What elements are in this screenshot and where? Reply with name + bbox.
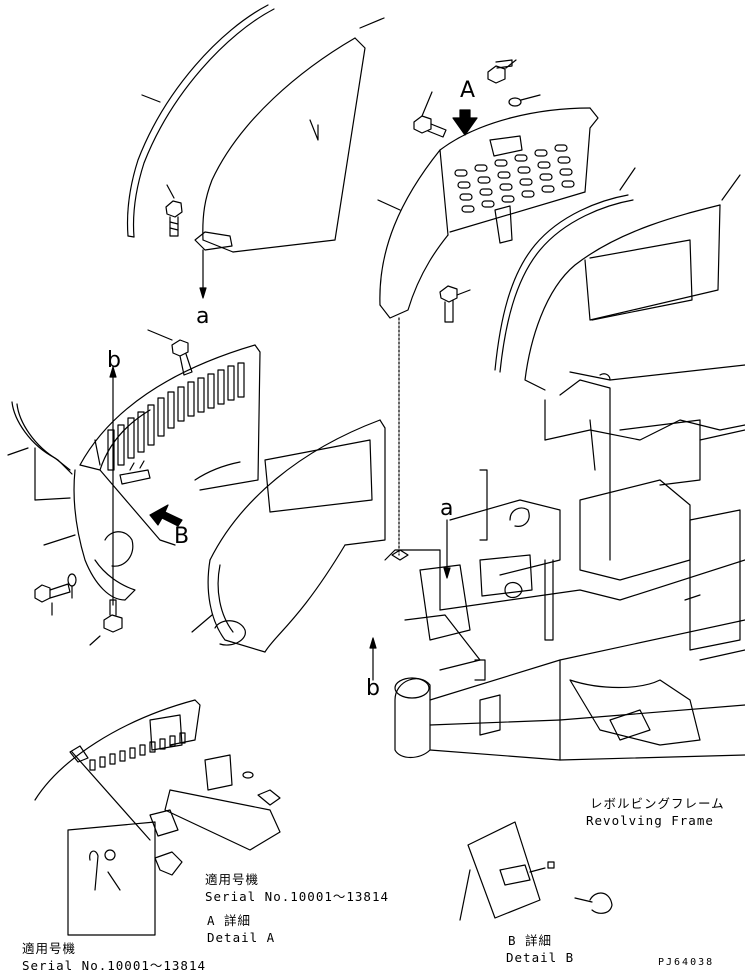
detail-a-title-jp: A 詳細 bbox=[207, 913, 252, 928]
bolt-washer-left bbox=[34, 573, 77, 616]
bracket-right-top bbox=[489, 135, 523, 244]
detail-a-title-en: Detail A bbox=[207, 930, 276, 945]
callout-a-mid: a bbox=[440, 496, 454, 521]
counterweight bbox=[191, 419, 386, 653]
detail-a-drawing bbox=[34, 699, 281, 936]
arrow-a-top bbox=[199, 249, 207, 299]
bolt-left-cover bbox=[147, 329, 193, 376]
arrow-a-mid bbox=[443, 519, 451, 579]
bolt-top-left bbox=[165, 184, 183, 237]
cover-right-top bbox=[377, 107, 599, 319]
vent-grille-right bbox=[454, 144, 575, 213]
bottom-left-serial: Serial No.10001～13814 bbox=[22, 958, 207, 973]
detail-b-drawing bbox=[459, 821, 613, 921]
detail-b-title-en: Detail B bbox=[506, 950, 575, 965]
bolt-right-top-1 bbox=[487, 59, 517, 84]
callout-a-top: a bbox=[196, 304, 210, 329]
bolt-left-vertical bbox=[89, 599, 123, 646]
revolving-frame-label-jp: レボルビングフレーム bbox=[590, 796, 725, 811]
callout-b-mid: b bbox=[366, 676, 380, 701]
callout-B: B bbox=[174, 524, 190, 549]
arrow-b-mid bbox=[369, 637, 377, 681]
drawing-code: PJ64038 bbox=[658, 957, 715, 968]
bolt-right-top-2 bbox=[413, 91, 447, 138]
revolving-frame-label-en: Revolving Frame bbox=[586, 813, 714, 828]
side-plate-top bbox=[194, 17, 385, 253]
detail-a-serial: Serial No.10001～13814 bbox=[205, 889, 390, 904]
callout-A: A bbox=[460, 78, 476, 103]
bolt-right-center bbox=[439, 285, 471, 323]
detail-a-applicable-jp: 適用号機 bbox=[205, 872, 260, 887]
vent-grille-left bbox=[107, 362, 245, 471]
bottom-left-applicable-jp: 適用号機 bbox=[22, 941, 77, 956]
arrow-b-left bbox=[109, 366, 117, 606]
arrow-A-callout bbox=[452, 109, 478, 136]
washer-right-top bbox=[508, 94, 541, 107]
seal-strip-left bbox=[7, 401, 73, 501]
detail-b-title-jp: B 詳細 bbox=[508, 933, 553, 948]
dashed-link-right bbox=[391, 317, 409, 561]
seal-strip-top bbox=[126, 4, 275, 238]
side-cover-right bbox=[524, 174, 741, 391]
callout-b-left: b bbox=[107, 348, 121, 373]
revolving-frame bbox=[384, 364, 745, 761]
seal-strip-right bbox=[494, 167, 636, 373]
arrow-b-callout bbox=[149, 504, 183, 527]
cover-left bbox=[43, 344, 261, 601]
